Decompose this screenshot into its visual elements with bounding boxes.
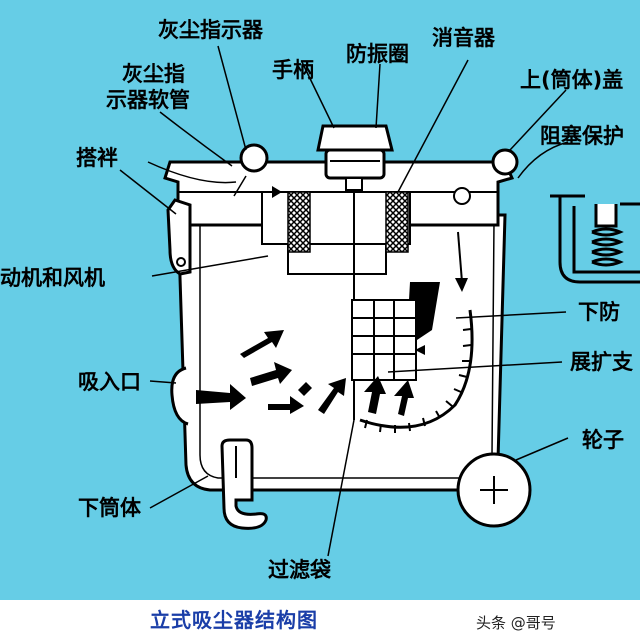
filter-bag-shape (351, 299, 417, 381)
block-protector-detail (550, 194, 640, 284)
diagram-panel: 灰尘指示器 灰尘指 示器软管 手柄 防振圈 消音器 上(筒体)盖 搭袢 阻塞保护… (0, 0, 640, 600)
figure-caption: 立式吸尘器结构图 (150, 608, 318, 632)
label-muffler: 消音器 (432, 26, 495, 50)
label-lower-anti: 下防 (578, 300, 620, 324)
airflow-arrows (196, 330, 414, 416)
label-indicator-hose-line2: 示器软管 (106, 88, 190, 112)
label-wheel: 轮子 (582, 428, 624, 452)
label-block-protector: 阻塞保护 (540, 124, 624, 148)
caster (220, 438, 268, 530)
label-inlet: 吸入口 (78, 370, 141, 394)
label-filter-bag: 过滤袋 (268, 558, 331, 582)
label-latch: 搭袢 (76, 146, 118, 170)
latch-shape (166, 198, 192, 276)
watermark: 头条 @哥号 (476, 614, 556, 632)
vacuum-diagram (119, 45, 640, 557)
label-vibration-ring: 防振圈 (346, 42, 409, 66)
label-handle: 手柄 (272, 58, 314, 82)
leader-lines (119, 45, 569, 557)
handle-shape (316, 124, 394, 152)
label-expand-support: 展扩支 (570, 350, 633, 374)
label-lower-body: 下筒体 (78, 496, 141, 520)
vibration-ring-left (287, 191, 311, 253)
vibration-ring-right (385, 191, 409, 253)
label-upper-cover: 上(筒体)盖 (520, 68, 624, 92)
label-motor-fan: 动机和风机 (0, 266, 105, 290)
label-dust-indicator: 灰尘指示器 (158, 18, 263, 42)
dust-indicator-knob (239, 143, 269, 173)
label-indicator-hose-line1: 灰尘指 (122, 62, 185, 86)
inlet-port (170, 366, 189, 426)
